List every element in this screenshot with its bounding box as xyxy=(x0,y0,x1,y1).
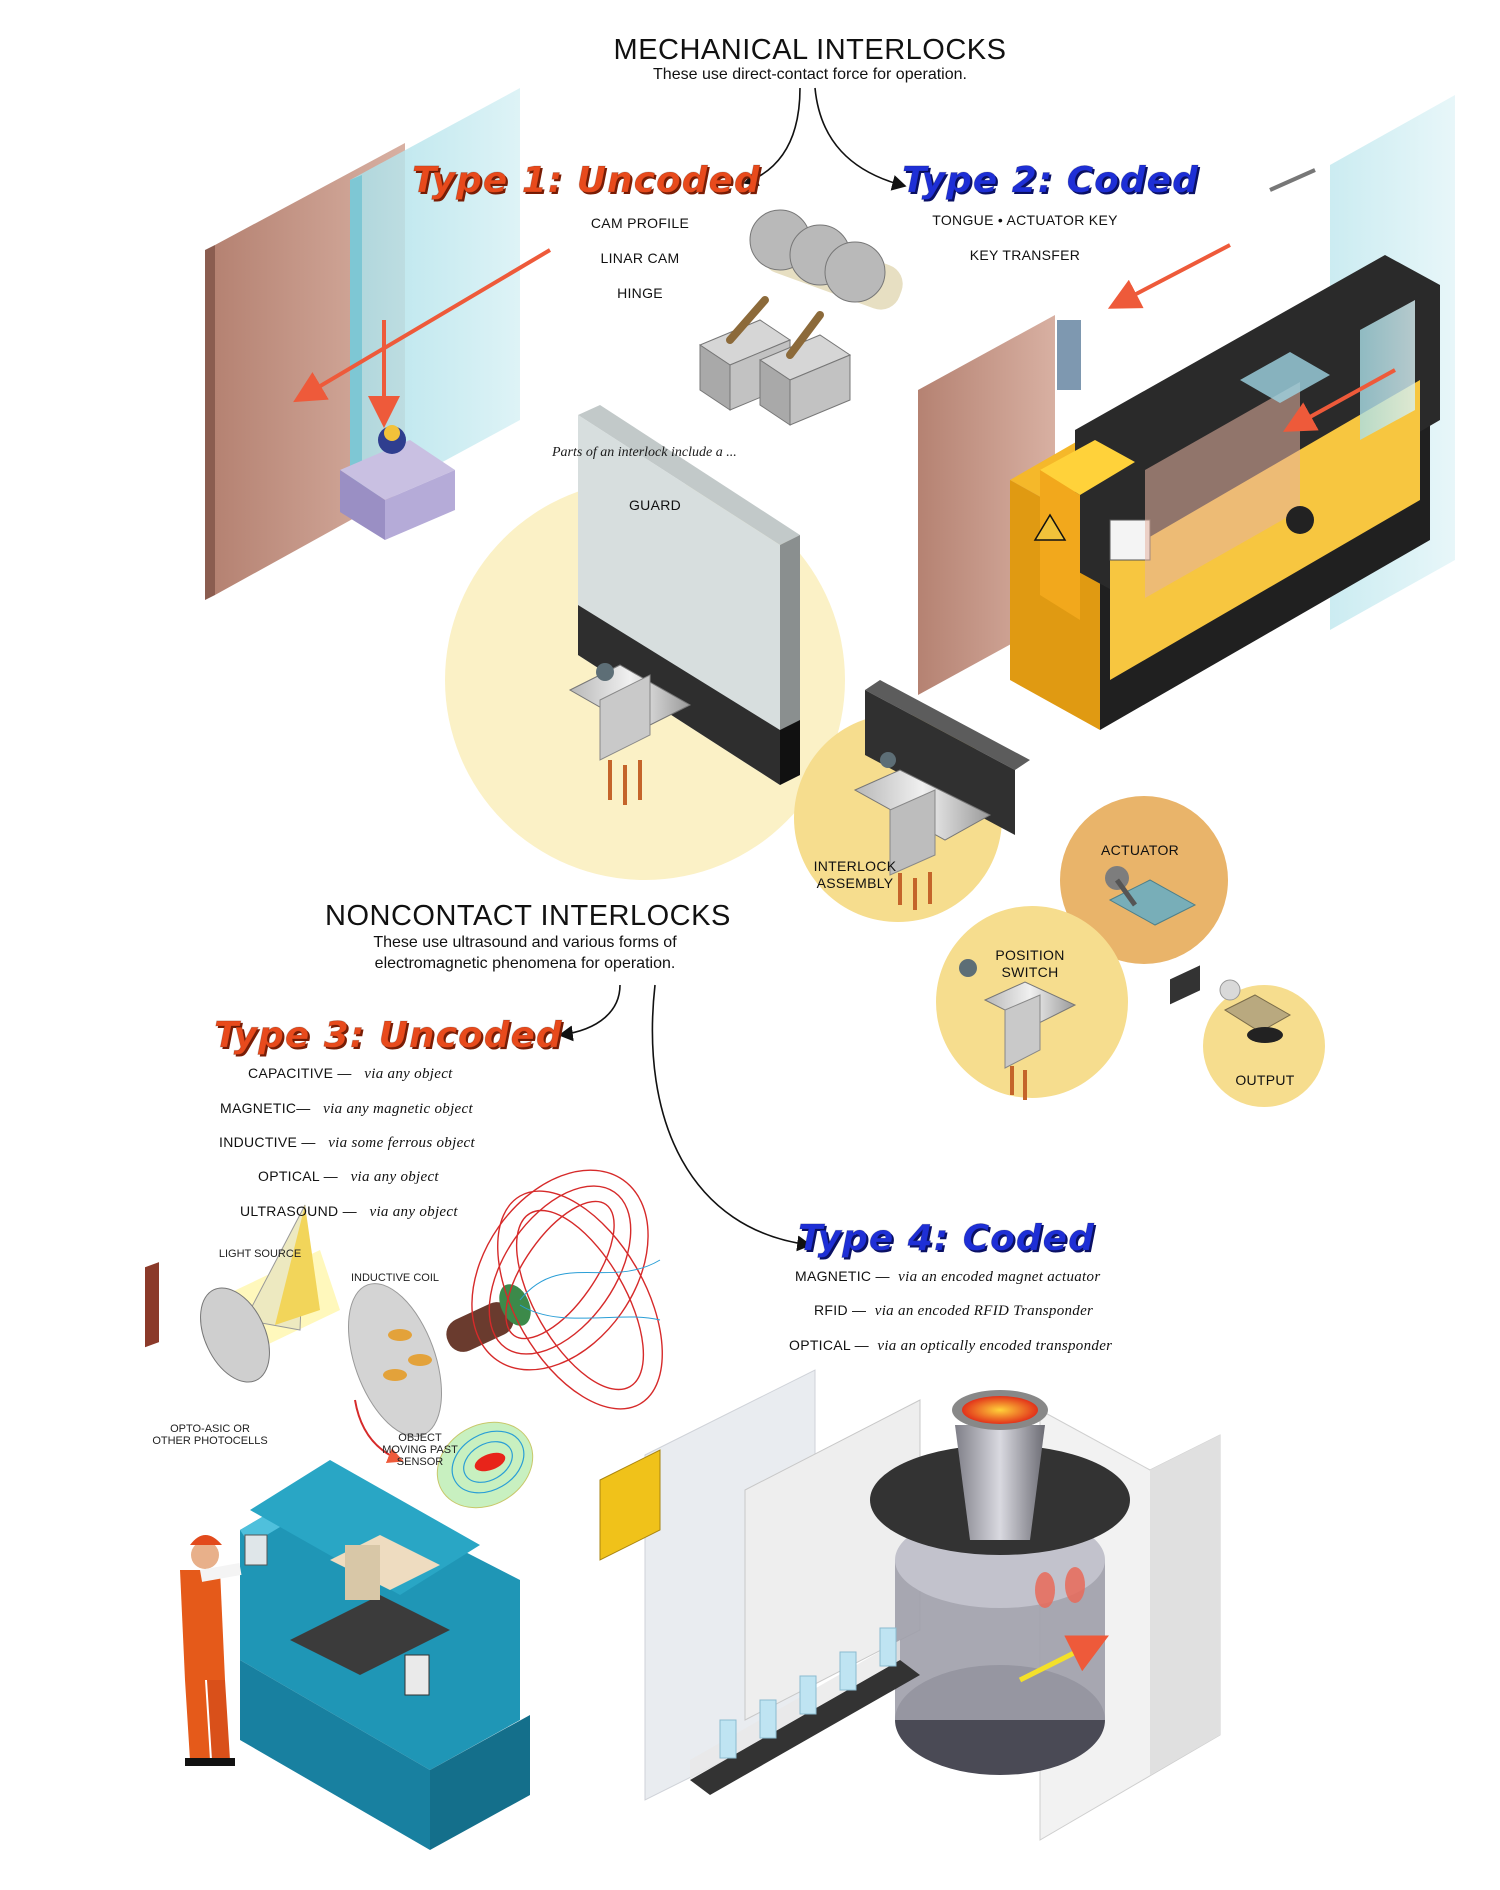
type1-item: LINAR CAM xyxy=(600,250,680,266)
light-source-label: LIGHT SOURCE xyxy=(218,1248,302,1260)
type3-title: Type 3: Uncoded xyxy=(214,1015,563,1057)
actuator-label: ACTUATOR xyxy=(1100,842,1180,858)
connector-arrows xyxy=(558,87,907,1252)
type1-item: HINGE xyxy=(617,285,663,301)
guard-panel xyxy=(568,405,800,805)
type1-title: Type 1: Uncoded xyxy=(412,160,761,202)
inductive-sensor-illustration xyxy=(348,1169,663,1509)
type1-item: CAM PROFILE xyxy=(590,215,690,231)
inductive-coil-label: INDUCTIVE COIL xyxy=(350,1272,439,1284)
output-label: OUTPUT xyxy=(1235,1072,1295,1088)
interlock-assembly-illustration xyxy=(853,680,1030,910)
output-illustration xyxy=(1219,979,1292,1043)
type4-item: MAGNETIC — via an encoded magnet actuato… xyxy=(795,1268,1101,1285)
guard-label: GUARD xyxy=(628,497,682,513)
type3-item: OPTICAL — via any object xyxy=(258,1168,439,1185)
position-switch-illustration xyxy=(959,959,1077,1100)
type2-lathe-scene xyxy=(918,95,1455,730)
parts-intro: Parts of an interlock include a ... xyxy=(552,445,737,460)
type2-item: TONGUE • ACTUATOR KEY xyxy=(932,212,1118,228)
bottling-machine-illustration xyxy=(599,965,1221,1841)
type1-guard-scene xyxy=(205,88,552,600)
type4-title: Type 4: Coded xyxy=(798,1218,1095,1260)
cam-mechanism xyxy=(698,209,903,426)
noncontact-heading: NONCONTACT INTERLOCKS xyxy=(325,900,731,932)
type2-title: Type 2: Coded xyxy=(902,160,1199,202)
object-moving-label: OBJECT MOVING PAST SENSOR xyxy=(382,1432,458,1468)
position-switch-label: POSITION SWITCH xyxy=(995,947,1065,980)
type3-item: ULTRASOUND — via any object xyxy=(240,1203,458,1220)
optical-sensor-illustration xyxy=(145,1204,340,1383)
type4-item: RFID — via an encoded RFID Transponder xyxy=(814,1302,1094,1319)
mechanical-subheading: These use direct-contact force for opera… xyxy=(653,66,967,83)
mechanical-heading: MECHANICAL INTERLOCKS xyxy=(613,34,1007,66)
photocells-label: OPTO-ASIC OR OTHER PHOTOCELLS xyxy=(152,1423,268,1447)
type3-item: CAPACITIVE — via any object xyxy=(248,1065,453,1082)
interlock-assembly-label: INTERLOCK ASSEMBLY xyxy=(813,858,897,891)
milling-machine-illustration xyxy=(180,1460,530,1850)
type2-item: KEY TRANSFER xyxy=(969,247,1081,263)
type3-item: MAGNETIC— via any magnetic object xyxy=(220,1100,473,1117)
actuator-illustration xyxy=(1105,866,1197,926)
type4-item: OPTICAL — via an optically encoded trans… xyxy=(789,1337,1113,1354)
noncontact-subheading-line1: These use ultrasound and various forms o… xyxy=(373,934,677,951)
noncontact-subheading-line2: electromagnetic phenomena for operation. xyxy=(374,955,676,972)
type3-item: INDUCTIVE — via some ferrous object xyxy=(219,1134,475,1151)
